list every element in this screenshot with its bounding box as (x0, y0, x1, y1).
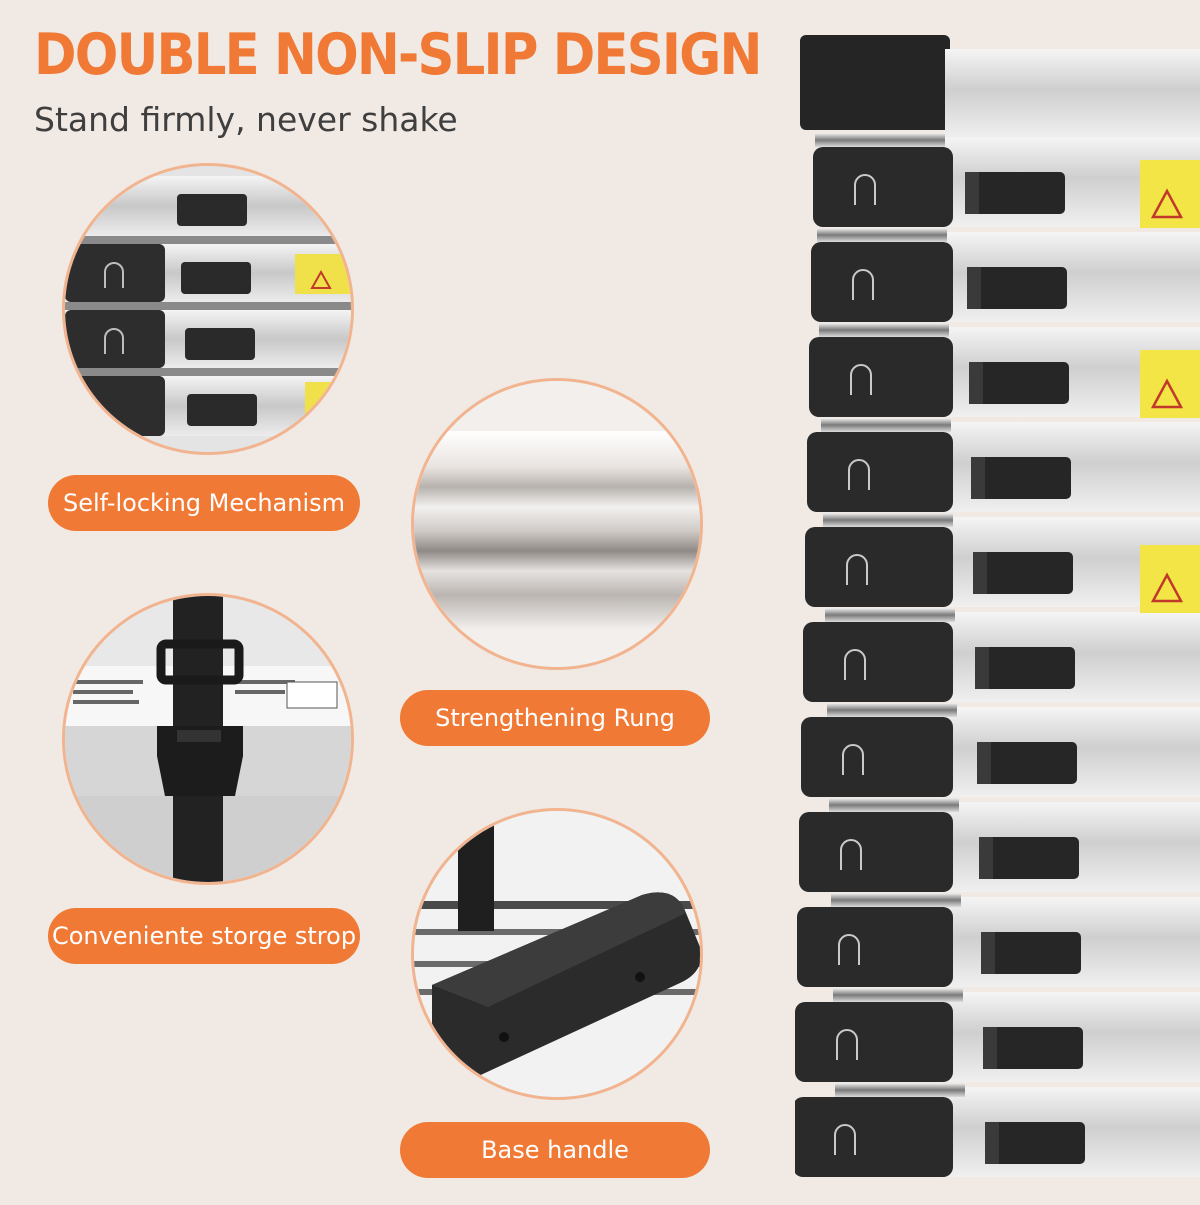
self-locking-mechanism-photo (62, 163, 354, 455)
page-subtitle: Stand firmly, never shake (34, 100, 458, 139)
page-title: DOUBLE NON-SLIP DESIGN (34, 22, 762, 88)
storage-strap-photo (62, 593, 354, 885)
warning-icon (1150, 378, 1184, 409)
warning-icon (1150, 572, 1184, 603)
warning-icon (1150, 188, 1184, 219)
base-handle-photo (411, 808, 703, 1100)
base-handle-label: Base handle (400, 1122, 710, 1178)
strengthening-rung-photo (411, 378, 703, 670)
self-locking-mechanism-label: Self-locking Mechanism (48, 475, 360, 531)
storage-strap-label: Conveniente storge strop (48, 908, 360, 964)
telescopic-ladder-photo (793, 35, 1200, 1200)
strengthening-rung-label: Strengthening Rung (400, 690, 710, 746)
